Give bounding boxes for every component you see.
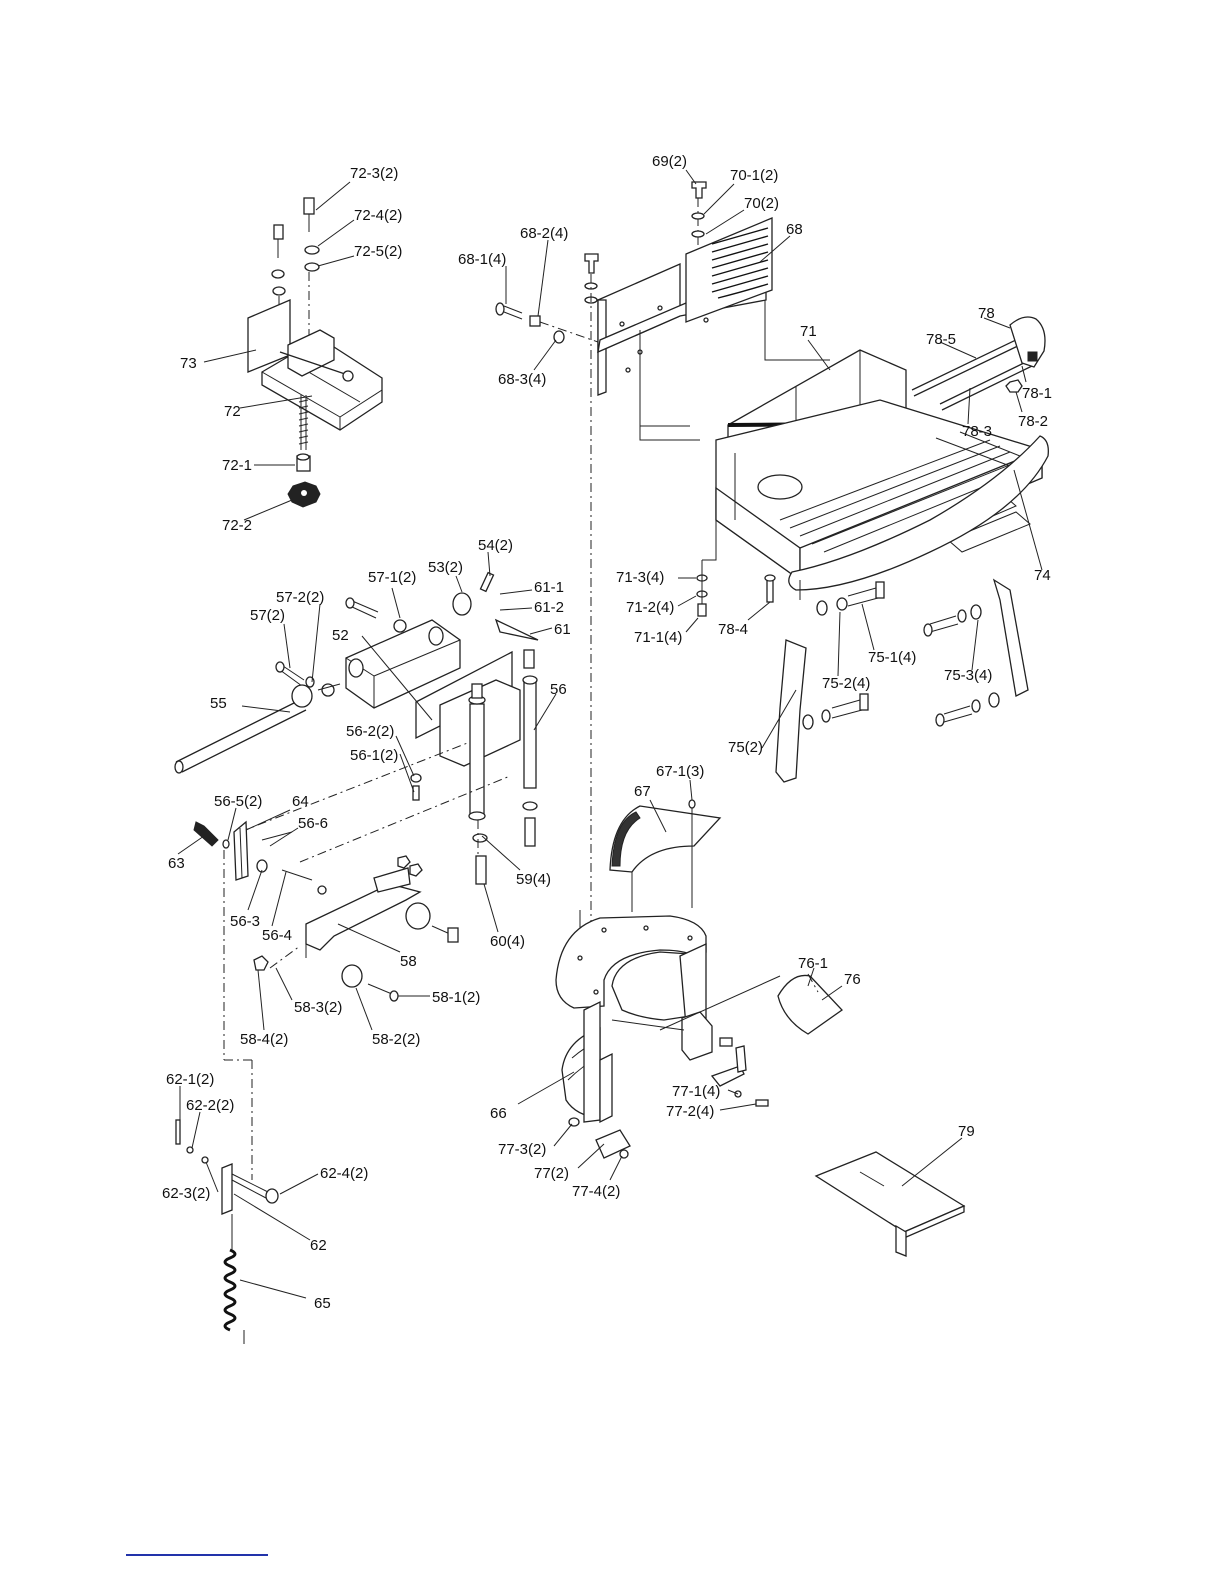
assembly-52-arm: [174, 571, 495, 774]
assembly-66-trunnion: [555, 799, 843, 1159]
callout-58-3: 58-3(2): [294, 999, 342, 1016]
callout-77-2: 77-2(4): [666, 1103, 714, 1120]
callout-54: 54(2): [478, 537, 513, 554]
callout-56-6: 56-6: [298, 815, 328, 832]
callout-62-1: 62-1(2): [166, 1071, 214, 1088]
callout-62-4: 62-4(2): [320, 1165, 368, 1182]
callout-58: 58: [400, 953, 417, 970]
callout-78-5: 78-5: [926, 331, 956, 348]
callout-66: 66: [490, 1105, 507, 1122]
callout-67-1: 67-1(3): [656, 763, 704, 780]
callout-72-4: 72-4(2): [354, 207, 402, 224]
callout-78-2: 78-2: [1018, 413, 1048, 430]
callout-72: 72: [224, 403, 241, 420]
callout-55: 55: [210, 695, 227, 712]
callout-76: 76: [844, 971, 861, 988]
callout-62: 62: [310, 1237, 327, 1254]
callout-53: 53(2): [428, 559, 463, 576]
callout-57-1: 57-1(2): [368, 569, 416, 586]
callout-73: 73: [180, 355, 197, 372]
callout-72-3: 72-3(2): [350, 165, 398, 182]
callout-58-1: 58-1(2): [432, 989, 480, 1006]
callout-56-2: 56-2(2): [346, 723, 394, 740]
callout-78-4: 78-4: [718, 621, 748, 638]
leader-lines: [177, 169, 1043, 1299]
callout-57-2: 57-2(2): [276, 589, 324, 606]
part-79-plate: [814, 1151, 966, 1257]
callout-56: 56: [550, 681, 567, 698]
callout-62-3: 62-3(2): [162, 1185, 210, 1202]
callout-78: 78: [978, 305, 995, 322]
callout-69: 69(2): [652, 153, 687, 170]
callout-52: 52: [332, 627, 349, 644]
callout-78-1: 78-1: [1022, 385, 1052, 402]
callout-57: 57(2): [250, 607, 285, 624]
callout-71-1: 71-1(4): [634, 629, 682, 646]
callout-72-2: 72-2: [222, 517, 252, 534]
callout-64: 64: [292, 793, 309, 810]
callout-58-2: 58-2(2): [372, 1031, 420, 1048]
assembly-62-spring: [175, 1119, 279, 1344]
callout-59: 59(4): [516, 871, 551, 888]
callout-76-1: 76-1: [798, 955, 828, 972]
callout-75-2: 75-2(4): [822, 675, 870, 692]
callout-68-3: 68-3(4): [498, 371, 546, 388]
assembly-71-table: [639, 300, 1049, 617]
callout-70-1: 70-1(2): [730, 167, 778, 184]
callout-56-4: 56-4: [262, 927, 292, 944]
callout-71-2: 71-2(4): [626, 599, 674, 616]
callout-74: 74: [1034, 567, 1051, 584]
callout-75: 75(2): [728, 739, 763, 756]
callout-labels: 72-3(2) 72-4(2) 72-5(2) 73 72 72-1 72-2 …: [162, 153, 1052, 1312]
callout-78-3: 78-3: [962, 423, 992, 440]
callout-77-4: 77-4(2): [572, 1183, 620, 1200]
footer-rule: [126, 1554, 268, 1556]
callout-77: 77(2): [534, 1165, 569, 1182]
callout-75-3: 75-3(4): [944, 667, 992, 684]
assembly-56-carriage: [239, 618, 539, 885]
callout-72-5: 72-5(2): [354, 243, 402, 260]
callout-68-1: 68-1(4): [458, 251, 506, 268]
callout-71: 71: [800, 323, 817, 340]
callout-71-3: 71-3(4): [616, 569, 664, 586]
assembly-58-bracket: [193, 820, 459, 1180]
callout-72-1: 72-1: [222, 457, 252, 474]
callout-58-4: 58-4(2): [240, 1031, 288, 1048]
callout-56-5: 56-5(2): [214, 793, 262, 810]
callout-75-1: 75-1(4): [868, 649, 916, 666]
callout-56-3: 56-3: [230, 913, 260, 930]
callout-68: 68: [786, 221, 803, 238]
callout-61-1: 61-1: [534, 579, 564, 596]
callout-67: 67: [634, 783, 651, 800]
callout-60: 60(4): [490, 933, 525, 950]
callout-61-2: 61-2: [534, 599, 564, 616]
callout-79: 79: [958, 1123, 975, 1140]
callout-65: 65: [314, 1295, 331, 1312]
callout-61: 61: [554, 621, 571, 638]
callout-70: 70(2): [744, 195, 779, 212]
assembly-72-clamp: [247, 197, 383, 508]
callout-77-1: 77-1(4): [672, 1083, 720, 1100]
callout-62-2: 62-2(2): [186, 1097, 234, 1114]
callout-68-2: 68-2(4): [520, 225, 568, 242]
callout-77-3: 77-3(2): [498, 1141, 546, 1158]
assembly-68-fence: [495, 181, 773, 1000]
callout-63: 63: [168, 855, 185, 872]
callout-56-1: 56-1(2): [350, 747, 398, 764]
